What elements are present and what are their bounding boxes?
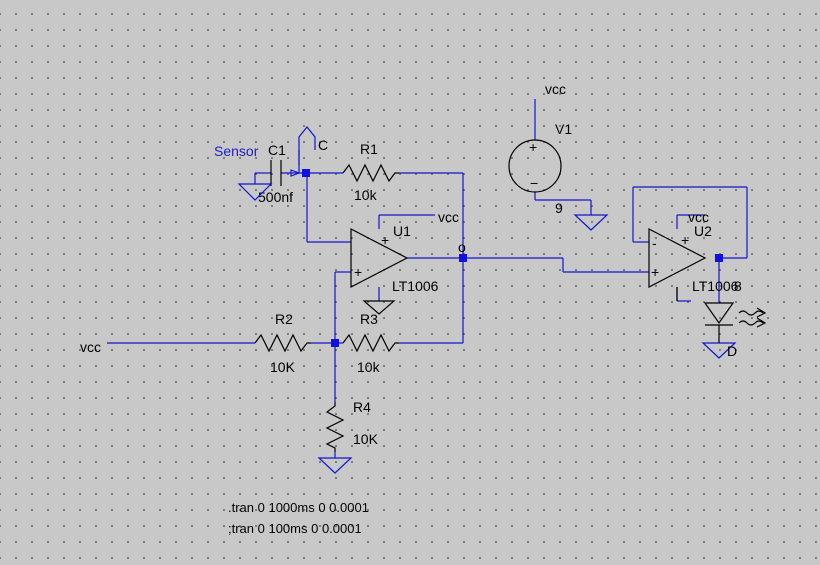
resistor-r2[interactable]: [254, 333, 311, 353]
c-port-label: C: [318, 137, 328, 153]
u1-pin-plus: +: [381, 232, 389, 248]
r2-ref-label: R2: [275, 311, 293, 327]
svg-text:+: +: [681, 232, 689, 248]
resistor-r3[interactable]: [342, 333, 399, 353]
u2-ref-label: U2: [694, 223, 712, 239]
v1-plus-sign: +: [529, 139, 537, 155]
ground-icon: [573, 214, 609, 231]
ground-icon: [362, 300, 396, 315]
voltage-source-v1[interactable]: + −: [508, 139, 562, 193]
vcc-input-label: vcc: [80, 339, 101, 355]
v1-vcc-label: vcc: [545, 81, 566, 97]
sensor-net-label: Sensor: [214, 143, 259, 159]
r1-ref-label: R1: [360, 141, 378, 157]
u2-model-label: LT1006: [692, 278, 739, 294]
junction-r2-r3-node: [331, 339, 339, 347]
resistor-r1[interactable]: [342, 163, 399, 183]
u2-pin-minus: -: [652, 235, 657, 251]
v1-ref-label: V1: [555, 121, 572, 137]
led-d[interactable]: [703, 302, 767, 343]
led-ref-label: D: [727, 343, 737, 359]
r4-ref-label: R4: [353, 399, 371, 415]
junctions: [302, 169, 723, 347]
u2-vcc-label: vcc: [688, 209, 709, 225]
ground-icon: [317, 457, 353, 474]
u1-vcc-label: vcc: [438, 209, 459, 225]
opamp-u1[interactable]: + +: [350, 228, 409, 288]
u1-ref-label: U1: [393, 223, 411, 239]
ground-icon: [237, 183, 273, 201]
capacitor-c1[interactable]: [270, 160, 282, 186]
wires: [107, 99, 748, 458]
r1-value-label: 10k: [354, 187, 378, 203]
output-net-label: o: [458, 239, 466, 255]
junction-c-node: [302, 169, 310, 177]
c1-value-label: 500nf: [258, 189, 293, 205]
u1-model-label: LT1006: [392, 278, 439, 294]
directive-tran-active[interactable]: .tran 0 1000ms 0 0.0001: [228, 500, 369, 515]
r3-ref-label: R3: [360, 311, 378, 327]
u1-pin-minus: +: [354, 264, 362, 280]
resistor-r4[interactable]: [325, 402, 345, 452]
c1-ref-label: C1: [268, 142, 286, 158]
u2-overlap-label: 8: [734, 278, 742, 294]
junction-u2-output: [715, 254, 723, 262]
r2-value-label: 10K: [270, 359, 296, 375]
opamp-u2[interactable]: - + +: [648, 228, 707, 288]
junction-output-node: [459, 254, 467, 262]
r3-value-label: 10k: [357, 359, 381, 375]
v1-minus-sign: −: [530, 175, 538, 191]
v1-value-label: 9: [555, 200, 563, 216]
directive-tran-comment[interactable]: ;tran 0 100ms 0 0.0001: [228, 521, 362, 536]
r4-value-label: 10K: [353, 431, 379, 447]
u2-pin-plus: +: [651, 264, 659, 280]
light-emission-icon: [738, 307, 767, 328]
c-port-icon[interactable]: [290, 126, 316, 177]
